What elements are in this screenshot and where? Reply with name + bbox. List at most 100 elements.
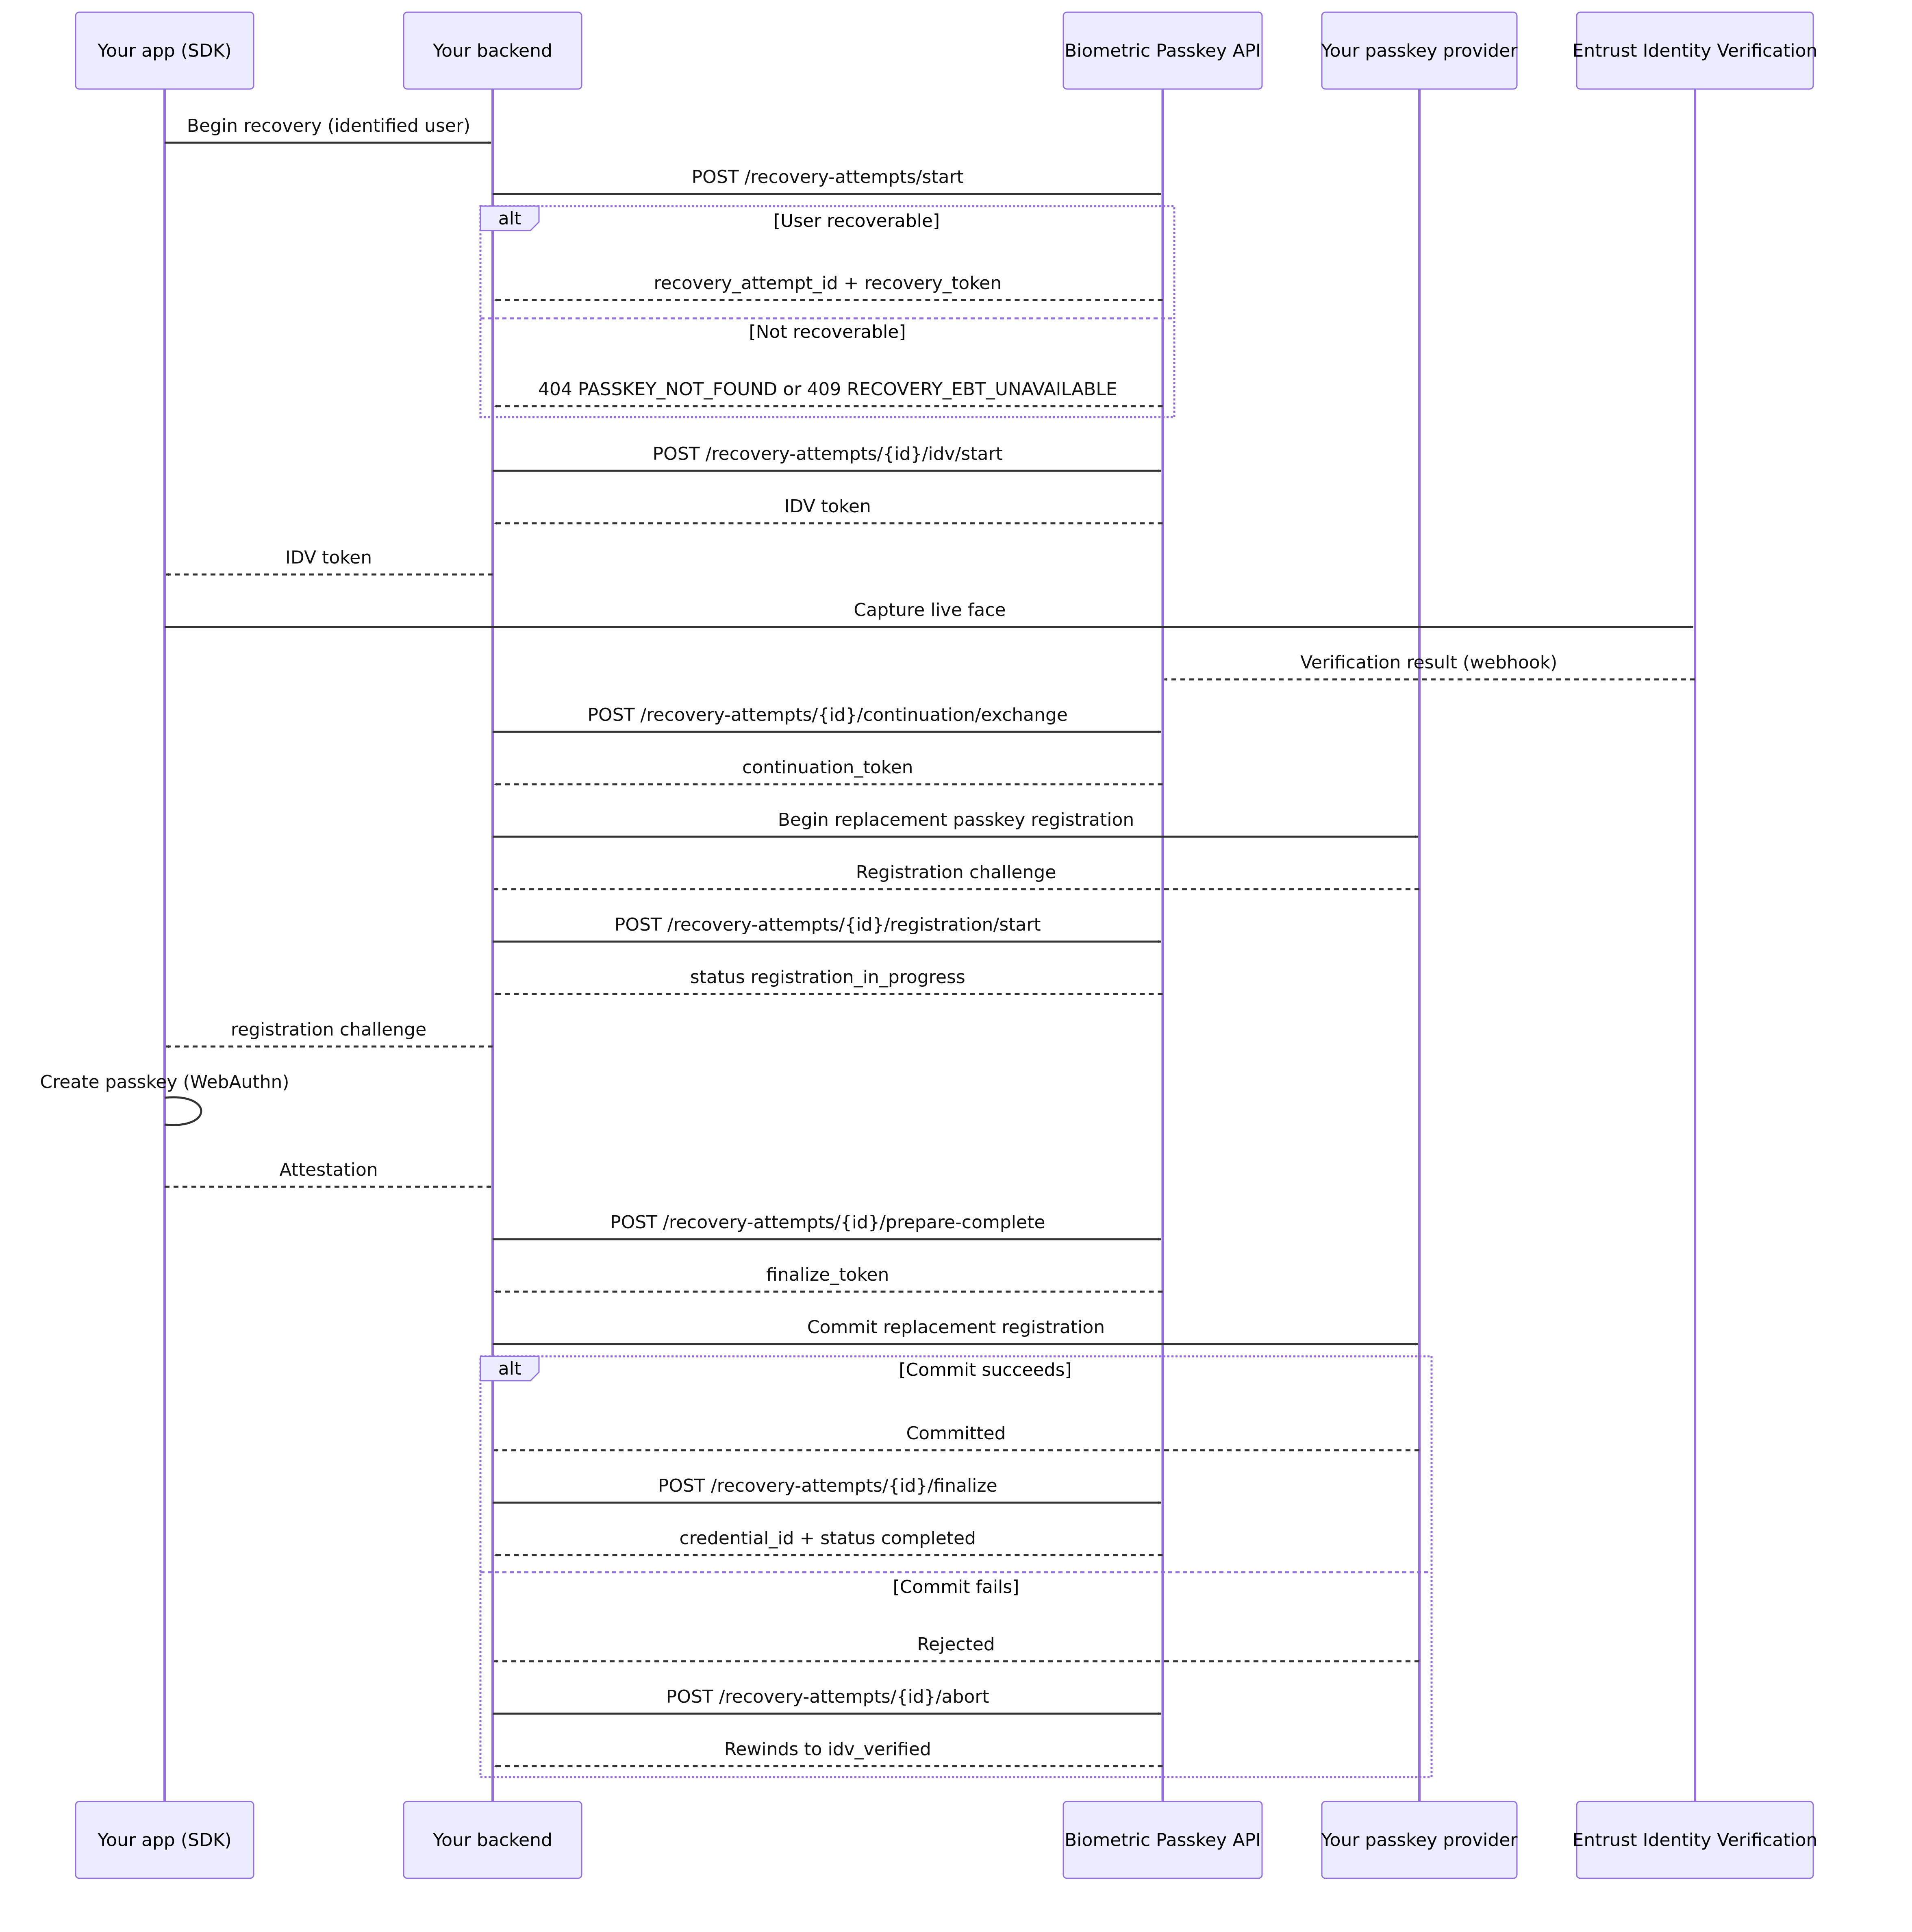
- message-label: Begin replacement passkey registration: [778, 809, 1134, 830]
- message-25: POST /recovery-attempts/{id}/abort: [493, 1686, 1162, 1715]
- message-label: Committed: [906, 1423, 1006, 1444]
- actor-label: Biometric Passkey API: [1065, 1830, 1261, 1851]
- actor-box: [1321, 11, 1518, 90]
- actor-provider-top: Your passkey provider: [1321, 11, 1518, 90]
- actor-label: Entrust Identity Verification: [1573, 1830, 1818, 1851]
- lifelines: [163, 89, 1696, 1801]
- alt-block-1: alt [Commit succeeds] [Commit fails]: [479, 1355, 1433, 1778]
- message-11: Begin replacement passkey registration: [493, 809, 1418, 838]
- alt-tag: [480, 1355, 540, 1382]
- message-8: Verification result (webhook): [1164, 652, 1695, 681]
- message-17: Attestation: [165, 1160, 491, 1188]
- alt-frame: [479, 205, 1175, 418]
- message-1: POST /recovery-attempts/start: [493, 167, 1162, 196]
- message-16: Create passkey (WebAuthn): [40, 1072, 289, 1127]
- alt-frames: alt[User recoverable][Not recoverable]al…: [479, 205, 1433, 1778]
- message-label: POST /recovery-attempts/{id}/continuatio…: [587, 705, 1068, 725]
- actor-label: Your backend: [432, 1830, 552, 1851]
- message-label: POST /recovery-attempts/{id}/registratio…: [615, 914, 1041, 935]
- alt-tag-label: alt: [498, 208, 521, 229]
- actor-label: Your app (SDK): [97, 1830, 232, 1851]
- message-20: Commit replacement registration: [493, 1317, 1418, 1346]
- actor-idv-bottom: Entrust Identity Verification: [1573, 1801, 1818, 1879]
- actor-app-top: Your app (SDK): [75, 11, 254, 90]
- actor-box: [403, 11, 582, 90]
- actor-api-top: Biometric Passkey API: [1062, 11, 1263, 90]
- message-label: continuation_token: [742, 757, 913, 778]
- actor-box: [1321, 1801, 1518, 1879]
- message-label: POST /recovery-attempts/{id}/prepare-com…: [610, 1212, 1045, 1233]
- alt-condition: [Not recoverable]: [749, 322, 906, 342]
- message-2: recovery_attempt_id + recovery_token: [494, 273, 1163, 302]
- message-12: Registration challenge: [494, 862, 1419, 891]
- actor-app-bottom: Your app (SDK): [75, 1801, 254, 1879]
- actor-label: Your app (SDK): [97, 41, 232, 61]
- message-label: Rejected: [917, 1634, 995, 1655]
- message-label: POST /recovery-attempts/{id}/finalize: [658, 1475, 997, 1496]
- actor-box: [1576, 1801, 1814, 1879]
- message-label: recovery_attempt_id + recovery_token: [654, 273, 1002, 294]
- message-23: credential_id + status completed: [494, 1528, 1163, 1557]
- message-label: 404 PASSKEY_NOT_FOUND or 409 RECOVERY_EB…: [538, 379, 1117, 400]
- message-label: Rewinds to idv_verified: [724, 1739, 931, 1760]
- message-24: Rejected: [494, 1634, 1419, 1663]
- actor-idv-top: Entrust Identity Verification: [1573, 11, 1818, 90]
- actor-box: [1576, 11, 1814, 90]
- message-14: status registration_in_progress: [494, 967, 1163, 996]
- message-label: status registration_in_progress: [690, 967, 965, 988]
- message-9: POST /recovery-attempts/{id}/continuatio…: [493, 705, 1162, 733]
- actors-bottom: Your app (SDK) Your backend Biometric Pass…: [75, 1801, 1818, 1879]
- message-10: continuation_token: [494, 757, 1163, 786]
- actors-top: Your app (SDK) Your backend Biometric Pass…: [75, 11, 1818, 90]
- alt-block-0: alt [User recoverable] [Not recoverable]: [479, 205, 1175, 418]
- message-label: IDV token: [784, 496, 871, 517]
- message-15: registration challenge: [166, 1019, 493, 1048]
- actor-label: Your backend: [432, 41, 552, 61]
- message-26: Rewinds to idv_verified: [494, 1739, 1163, 1768]
- alt-condition: [User recoverable]: [773, 211, 940, 231]
- message-label: IDV token: [285, 547, 372, 568]
- messages: Begin recovery (identified user) POST /re…: [40, 115, 1695, 1768]
- message-3: 404 PASSKEY_NOT_FOUND or 409 RECOVERY_EB…: [494, 379, 1163, 408]
- message-label: POST /recovery-attempts/start: [692, 167, 964, 187]
- message-label: POST /recovery-attempts/{id}/idv/start: [653, 444, 1003, 464]
- message-label: registration challenge: [231, 1019, 426, 1040]
- alt-tag-label: alt: [498, 1358, 521, 1379]
- message-5: IDV token: [494, 496, 1163, 525]
- actor-box: [75, 1801, 254, 1879]
- actor-provider-bottom: Your passkey provider: [1321, 1801, 1518, 1879]
- message-7: Capture live face: [165, 600, 1694, 629]
- actor-label: Entrust Identity Verification: [1573, 41, 1818, 61]
- message-label: Attestation: [279, 1160, 378, 1180]
- actor-box: [1062, 1801, 1263, 1879]
- message-22: POST /recovery-attempts/{id}/finalize: [493, 1475, 1162, 1504]
- message-21: Committed: [494, 1423, 1419, 1452]
- actor-label: Your passkey provider: [1321, 41, 1518, 61]
- actor-box: [403, 1801, 582, 1879]
- message-19: finalize_token: [494, 1264, 1163, 1293]
- alt-condition: [Commit succeeds]: [899, 1360, 1071, 1380]
- alt-tag: [480, 205, 540, 231]
- alt-condition: [Commit fails]: [893, 1577, 1019, 1597]
- message-label: Registration challenge: [856, 862, 1056, 883]
- actor-label: Your passkey provider: [1321, 1830, 1518, 1851]
- actor-backend-bottom: Your backend: [403, 1801, 582, 1879]
- message-label: Verification result (webhook): [1300, 652, 1557, 673]
- message-label: Commit replacement registration: [807, 1317, 1105, 1338]
- message-label: finalize_token: [766, 1264, 889, 1285]
- message-label: Create passkey (WebAuthn): [40, 1072, 289, 1092]
- message-label: POST /recovery-attempts/{id}/abort: [666, 1686, 989, 1707]
- message-6: IDV token: [166, 547, 493, 576]
- alt-frame: [479, 1355, 1433, 1778]
- actor-api-bottom: Biometric Passkey API: [1062, 1801, 1263, 1879]
- message-13: POST /recovery-attempts/{id}/registratio…: [493, 914, 1162, 943]
- actor-box: [75, 11, 254, 90]
- message-18: POST /recovery-attempts/{id}/prepare-com…: [493, 1212, 1162, 1241]
- message-arrow: [164, 1096, 202, 1127]
- actor-backend-top: Your backend: [403, 11, 582, 90]
- message-label: Capture live face: [854, 600, 1006, 620]
- actor-label: Biometric Passkey API: [1065, 41, 1261, 61]
- message-0: Begin recovery (identified user): [165, 115, 491, 144]
- message-label: Begin recovery (identified user): [187, 115, 470, 136]
